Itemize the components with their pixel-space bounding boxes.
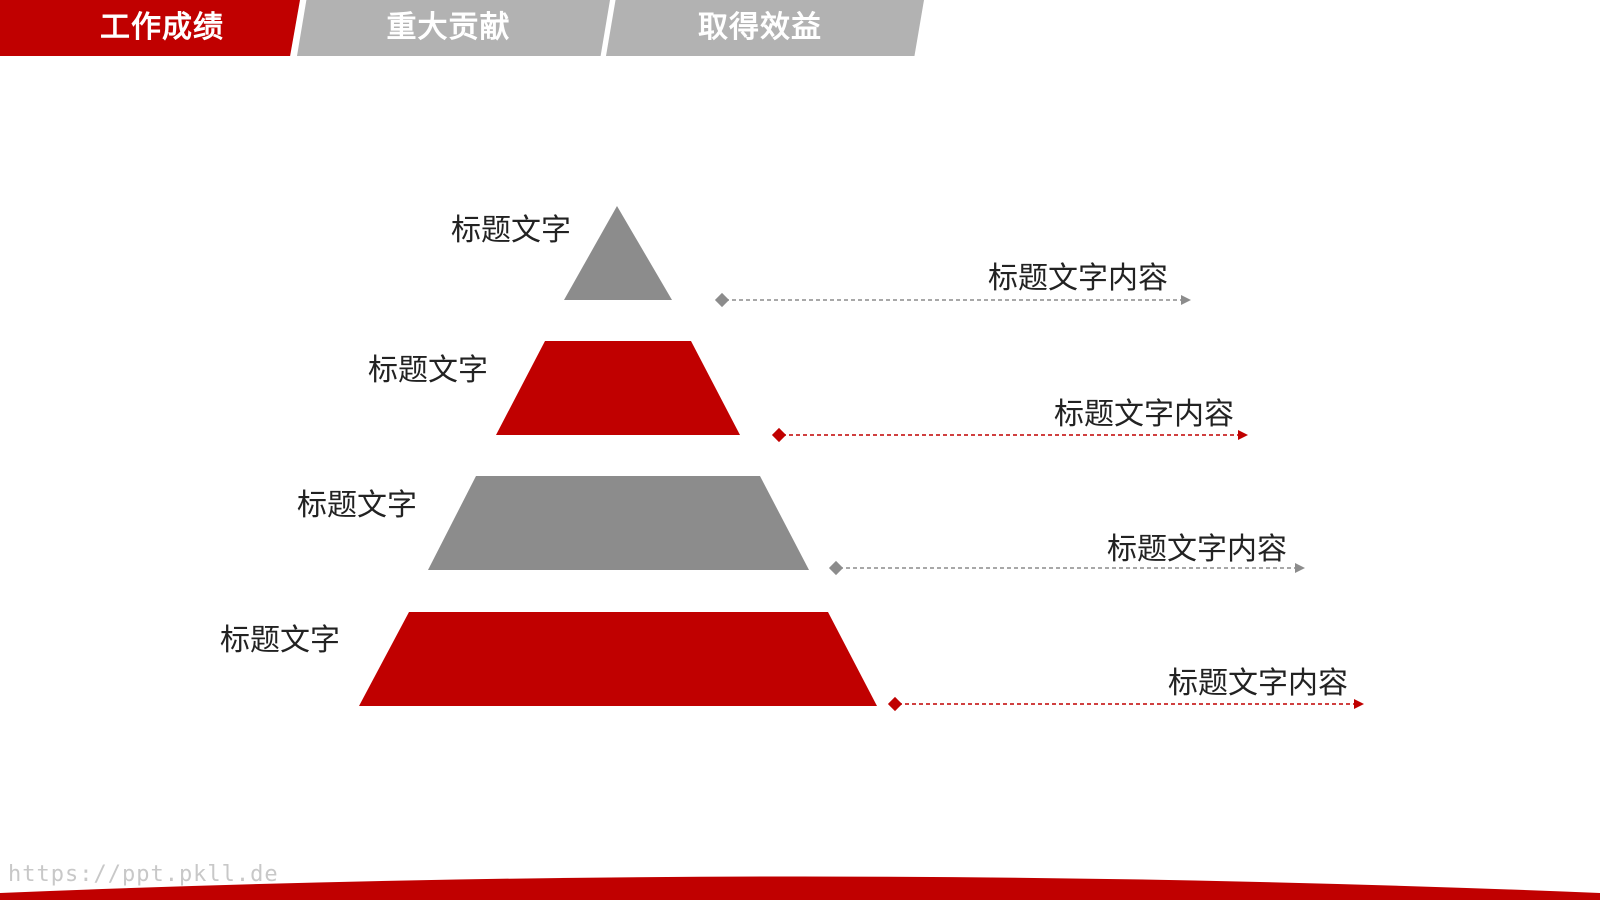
- tab-label: 工作成绩: [100, 10, 224, 45]
- tab-work-results[interactable]: 工作成绩: [0, 0, 300, 56]
- connector-3: [828, 560, 1305, 576]
- layer-label-1: 标题文字: [451, 213, 571, 248]
- detail-label-1: 标题文字内容: [988, 261, 1168, 296]
- pyramid-layer-2: [496, 341, 740, 435]
- detail-label-3: 标题文字内容: [1107, 532, 1287, 567]
- watermark-text: https://ppt.pkll.de: [8, 862, 279, 887]
- connector-2: [771, 427, 1248, 443]
- connector-1: [714, 292, 1191, 308]
- tab-major-contributions[interactable]: 重大贡献: [297, 0, 610, 56]
- tab-label: 重大贡献: [386, 10, 511, 45]
- layer-label-4: 标题文字: [220, 623, 340, 658]
- tab-label: 取得效益: [698, 10, 822, 45]
- pyramid-layer-1: [564, 206, 672, 300]
- layer-label-2: 标题文字: [368, 353, 488, 388]
- pyramid-layer-4: [359, 612, 877, 706]
- connector-4: [887, 696, 1364, 712]
- detail-label-4: 标题文字内容: [1168, 666, 1348, 701]
- layer-label-3: 标题文字: [297, 488, 417, 523]
- pyramid-layer-3: [428, 476, 809, 570]
- section-tabs: 工作成绩 重大贡献 取得效益: [0, 0, 940, 56]
- detail-label-2: 标题文字内容: [1054, 397, 1234, 432]
- bottom-swoosh: [0, 876, 1600, 900]
- tab-benefits[interactable]: 取得效益: [606, 0, 924, 56]
